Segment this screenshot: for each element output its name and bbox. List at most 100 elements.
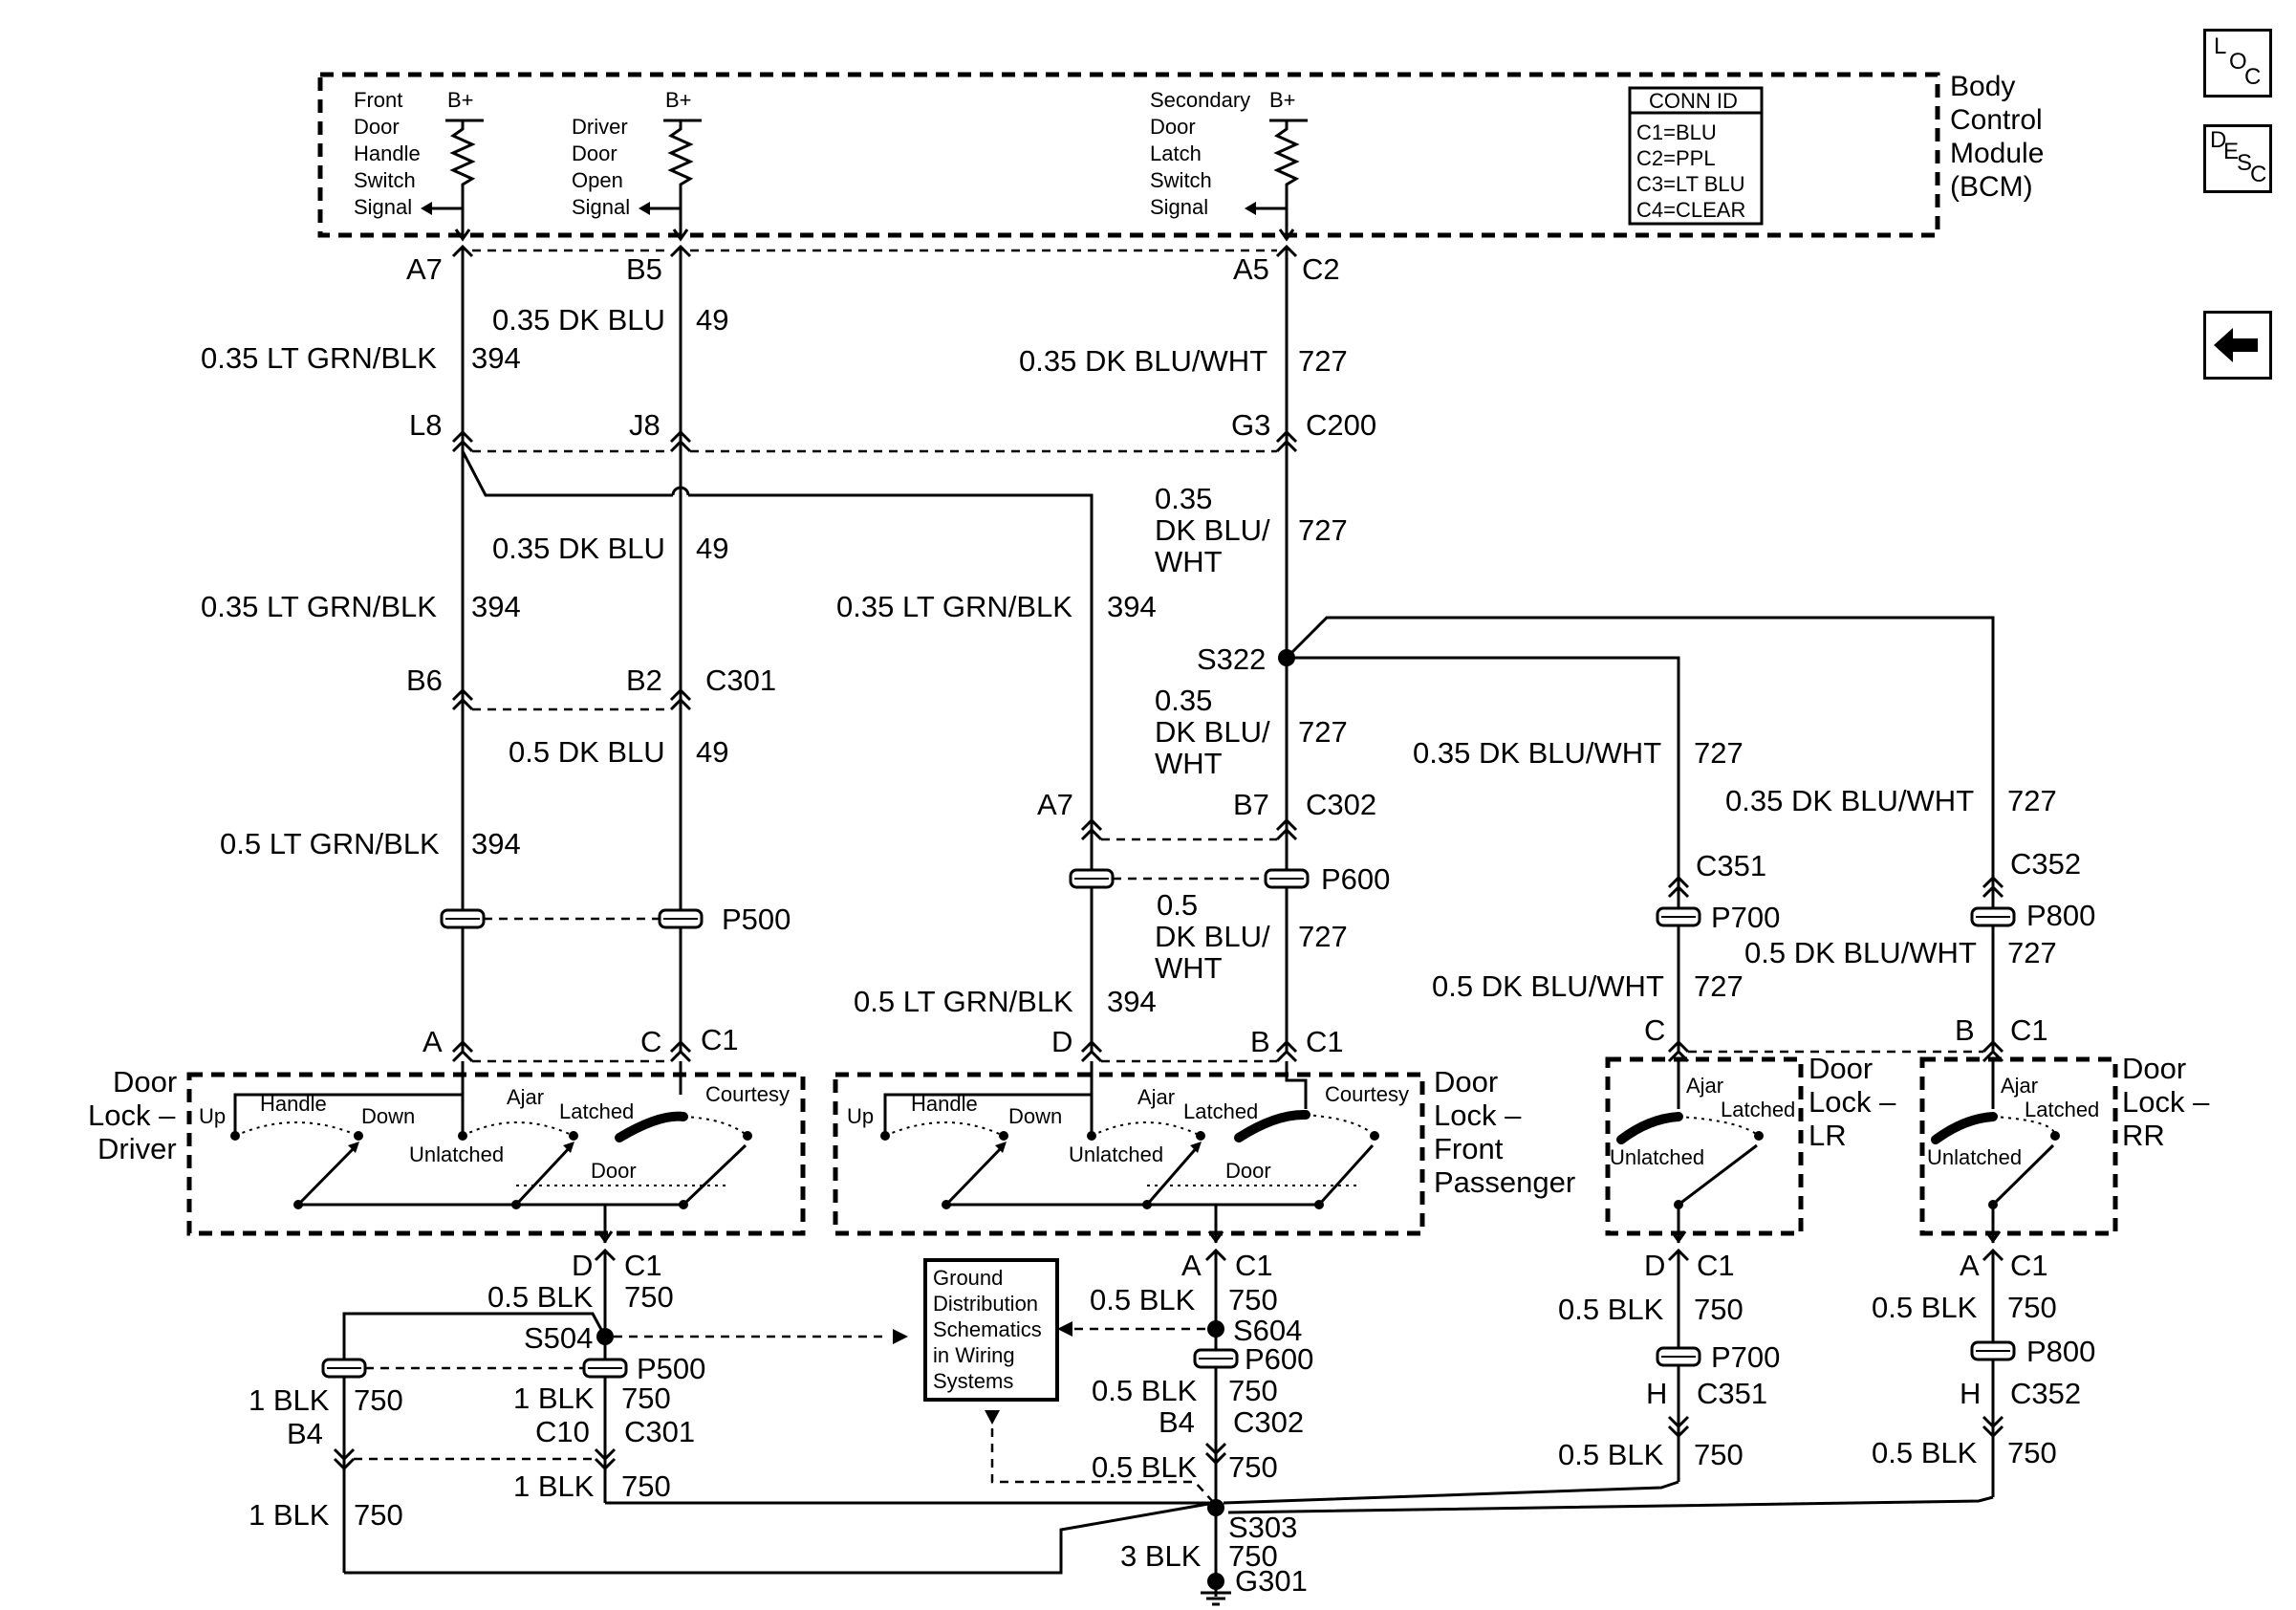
- schematic-label: Down: [1008, 1104, 1062, 1128]
- schematic-label: Module: [1950, 138, 2044, 169]
- schematic-stroke: [682, 1116, 748, 1137]
- schematic-stroke: [1285, 1061, 1308, 1109]
- schematic-label: Control: [1950, 104, 2043, 136]
- schematic-stroke: [1080, 1049, 1103, 1063]
- schematic-stroke: [995, 1142, 1007, 1153]
- door-lock-front-passenger: Door Lock – Front Passenger Up Handle Do…: [833, 1061, 1575, 1244]
- schematic-label: C4=CLEAR: [1636, 198, 1745, 222]
- schematic-label: Signal: [354, 195, 412, 219]
- schematic-stroke: [342, 1312, 607, 1367]
- schematic-stroke: [293, 1200, 303, 1209]
- schematic-label: S322: [1197, 642, 1266, 676]
- schematic-label: Systems: [933, 1369, 1013, 1393]
- schematic-label: B7: [1233, 788, 1269, 821]
- schematic-label: Latched: [2025, 1098, 2099, 1121]
- schematic-stroke: [1370, 1131, 1379, 1141]
- schematic-stroke: [1196, 1131, 1205, 1141]
- schematic-label: C1: [624, 1249, 662, 1282]
- desc-letter-d: D: [2210, 127, 2227, 153]
- schematic-label: B5: [626, 252, 662, 286]
- schematic-label: 727: [1298, 920, 1348, 953]
- back-button[interactable]: [2203, 311, 2272, 380]
- loc-button[interactable]: L O C: [2203, 29, 2272, 98]
- schematic-label: A: [1181, 1249, 1202, 1282]
- schematic-label: WHT: [1155, 951, 1223, 985]
- wire-harness: A7 B5 A5 C2 L8 J8 G3 C200 0.35 DK BLU 49…: [201, 244, 2095, 1063]
- schematic-label: 0.35 DK BLU: [492, 532, 665, 565]
- schematic-stroke: [333, 1447, 356, 1462]
- schematic-label: 0.5: [1157, 888, 1198, 922]
- schematic-label: H: [1960, 1377, 1981, 1410]
- schematic-label: G3: [1231, 408, 1270, 442]
- schematic-label: 0.5 DK BLU/WHT: [1744, 936, 1977, 969]
- schematic-stroke: [461, 450, 673, 497]
- schematic-label: S604: [1233, 1314, 1302, 1347]
- schematic-stroke: [1667, 884, 1690, 899]
- schematic-stroke: [1080, 1039, 1103, 1054]
- schematic-stroke: [669, 1039, 692, 1054]
- schematic-label: 394: [471, 341, 521, 375]
- schematic-stroke: [1982, 1425, 2004, 1439]
- schematic-label: Unlatched: [1069, 1142, 1163, 1166]
- schematic-label: C200: [1306, 408, 1376, 442]
- front-door-handle-switch-input: Front Door Handle Switch Signal B+: [354, 88, 484, 242]
- schematic-label: 0.5 BLK: [1092, 1450, 1198, 1484]
- schematic-label: Courtesy: [705, 1082, 790, 1106]
- schematic-stroke: [893, 1329, 908, 1344]
- schematic-stroke: [1080, 817, 1103, 832]
- schematic-label: C1: [1235, 1249, 1273, 1282]
- schematic-label: Signal: [572, 195, 630, 219]
- schematic-label: B4: [287, 1417, 323, 1450]
- schematic-label: B: [1955, 1013, 1975, 1047]
- schematic-stroke: [1080, 827, 1103, 841]
- schematic-label: Driver: [97, 1132, 177, 1165]
- ground-distribution-reference[interactable]: Ground Distribution Schematics in Wiring…: [923, 1258, 1059, 1402]
- schematic-label: Courtesy: [1325, 1082, 1409, 1106]
- schematic-label: C2: [1302, 252, 1340, 286]
- schematic-label: 1 BLK: [513, 1469, 595, 1503]
- schematic-label: 49: [696, 735, 728, 769]
- schematic-stroke: [1305, 1114, 1375, 1137]
- schematic-stroke: [233, 1061, 465, 1136]
- schematic-label: 0.5 BLK: [1872, 1436, 1978, 1469]
- schematic-label: 0.5 LT GRN/BLK: [220, 827, 440, 860]
- schematic-label: P600: [1245, 1342, 1313, 1376]
- schematic-stroke: [451, 439, 474, 453]
- schematic-stroke: [296, 1143, 358, 1207]
- schematic-label: 727: [1298, 344, 1348, 378]
- schematic-stroke: [1667, 1039, 1690, 1054]
- driver-door-open-input: Driver Door Open Signal B+: [572, 88, 702, 242]
- loc-letter-o: O: [2229, 49, 2247, 75]
- schematic-label: S504: [524, 1321, 593, 1355]
- schematic-label: 0.5 BLK: [487, 1280, 594, 1314]
- schematic-label: 0.35 LT GRN/BLK: [836, 590, 1072, 623]
- schematic-label: 750: [2007, 1291, 2057, 1324]
- schematic-label: C351: [1697, 1377, 1767, 1410]
- bcm-box: [317, 72, 1940, 238]
- schematic-stroke: [999, 1131, 1008, 1141]
- schematic-label: B+: [447, 88, 474, 112]
- schematic-label: C1: [2010, 1249, 2048, 1282]
- schematic-label: 0.5 BLK: [1090, 1283, 1196, 1316]
- schematic-stroke: [1275, 827, 1298, 841]
- schematic-label: C301: [624, 1415, 695, 1448]
- schematic-stroke: [1992, 1116, 2056, 1137]
- desc-letter-c: C: [2250, 162, 2267, 187]
- schematic-label: Ground: [933, 1266, 1003, 1290]
- schematic-label: 750: [1228, 1374, 1278, 1407]
- schematic-stroke: [1190, 1142, 1202, 1153]
- schematic-stroke: [1754, 1131, 1764, 1141]
- schematic-label: 394: [1107, 985, 1157, 1018]
- schematic-stroke: [186, 1072, 806, 1236]
- schematic-label: Door: [354, 115, 400, 139]
- schematic-stroke: [1275, 429, 1298, 444]
- schematic-stroke: [1982, 1039, 2004, 1054]
- schematic-label: Door: [591, 1159, 637, 1183]
- schematic-stroke: [1275, 1049, 1298, 1063]
- desc-button[interactable]: D E S C: [2203, 124, 2272, 193]
- schematic-label: 750: [1228, 1283, 1278, 1316]
- schematic-label: 394: [1107, 590, 1157, 623]
- schematic-label: A7: [406, 252, 443, 286]
- schematic-stroke: [1678, 1116, 1760, 1137]
- schematic-label: B2: [626, 664, 662, 697]
